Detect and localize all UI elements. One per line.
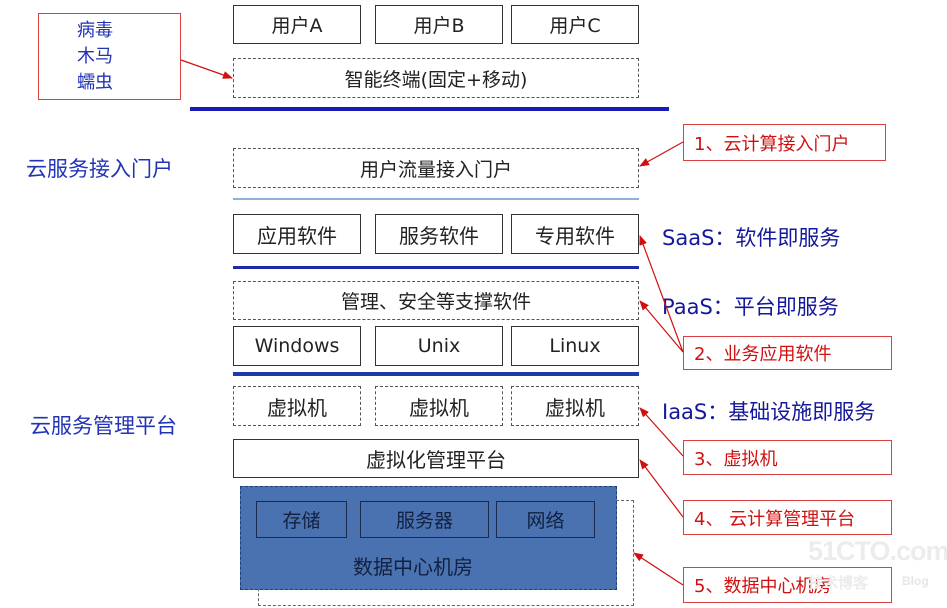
windows-box: Windows — [233, 326, 361, 366]
virt-mgmt-box: 虚拟化管理平台 — [233, 439, 639, 478]
threat-trojan: 木马 — [77, 45, 113, 67]
watermark-logo: 51CTO.com — [808, 536, 947, 566]
annotation-4-label: 4、 云计算管理平台 — [694, 508, 856, 530]
arrow-annotation-5 — [633, 552, 684, 586]
user-c-box: 用户C — [511, 5, 639, 44]
datacenter-box: 存储 服务器 网络 数据中心机房 — [240, 486, 617, 590]
traffic-portal-label: 用户流量接入门户 — [359, 158, 512, 181]
arrow-annotation-4 — [639, 459, 684, 518]
vm-label-3: 虚拟机 — [545, 395, 605, 420]
annotation-5: 5、数据中心机房 — [683, 567, 892, 603]
network-label: 网络 — [526, 510, 565, 532]
annotation-1-label: 1、云计算接入门户 — [694, 133, 850, 155]
divider-terminal — [190, 107, 669, 111]
arrow-threats-terminal — [180, 59, 233, 79]
dedicated-software-label: 专用软件 — [535, 223, 615, 248]
datacenter-title: 数据中心机房 — [353, 555, 473, 579]
paas-label: PaaS：平台即服务 — [662, 295, 839, 319]
iaas-label: IaaS：基础设施即服务 — [662, 400, 876, 424]
annotation-5-label: 5、数据中心机房 — [694, 576, 832, 597]
user-b-label: 用户B — [413, 15, 465, 37]
dedicated-software-box: 专用软件 — [511, 214, 639, 254]
vm-label-1: 虚拟机 — [267, 395, 327, 420]
network-box: 网络 — [496, 501, 595, 538]
threat-virus: 病毒 — [77, 19, 113, 41]
smart-terminal-box: 智能终端(固定+移动) — [233, 58, 639, 98]
annotation-2: 2、业务应用软件 — [683, 336, 892, 370]
unix-box: Unix — [375, 326, 503, 366]
watermark-sub: 技术博客 — [808, 574, 869, 592]
vm-box-3: 虚拟机 — [511, 386, 639, 426]
service-software-label: 服务软件 — [399, 223, 479, 248]
arrow-annotation-1 — [639, 141, 684, 167]
vm-label-2: 虚拟机 — [409, 395, 469, 420]
storage-label: 存储 — [282, 510, 321, 532]
annotation-3: 3、虚拟机 — [683, 440, 892, 475]
linux-box: Linux — [511, 326, 639, 366]
user-c-label: 用户C — [549, 15, 601, 37]
annotation-3-label: 3、虚拟机 — [694, 448, 778, 470]
divider-portal — [233, 198, 639, 200]
server-label: 服务器 — [395, 510, 453, 532]
vm-box-2: 虚拟机 — [375, 386, 503, 426]
watermark-blog: Blog — [902, 574, 929, 588]
annotation-1: 1、云计算接入门户 — [683, 124, 886, 161]
linux-label: Linux — [549, 335, 601, 357]
annotation-4: 4、 云计算管理平台 — [683, 500, 892, 535]
annotation-2-label: 2、业务应用软件 — [694, 344, 832, 365]
support-software-box: 管理、安全等支撑软件 — [233, 281, 639, 320]
user-a-label: 用户A — [271, 15, 323, 37]
saas-label: SaaS：软件即服务 — [662, 226, 841, 250]
divider-apps — [233, 266, 639, 269]
user-a-box: 用户A — [233, 5, 361, 44]
support-software-label: 管理、安全等支撑软件 — [340, 291, 531, 313]
smart-terminal-label: 智能终端(固定+移动) — [344, 68, 528, 91]
threat-worm: 蠕虫 — [77, 71, 113, 93]
vm-box-1: 虚拟机 — [233, 386, 361, 426]
threats-box: 病毒 木马 蠕虫 — [38, 13, 181, 100]
app-software-box: 应用软件 — [233, 214, 361, 254]
windows-label: Windows — [254, 335, 340, 357]
app-software-label: 应用软件 — [257, 223, 337, 248]
unix-label: Unix — [417, 335, 461, 357]
server-box: 服务器 — [360, 501, 489, 538]
user-b-box: 用户B — [375, 5, 503, 44]
traffic-portal-box: 用户流量接入门户 — [233, 148, 639, 188]
side-label-portal: 云服务接入门户 — [26, 157, 173, 181]
side-label-management: 云服务管理平台 — [30, 414, 177, 438]
service-software-box: 服务软件 — [375, 214, 503, 254]
divider-os — [233, 372, 639, 376]
virt-mgmt-label: 虚拟化管理平台 — [366, 448, 506, 472]
storage-box: 存储 — [256, 501, 347, 538]
